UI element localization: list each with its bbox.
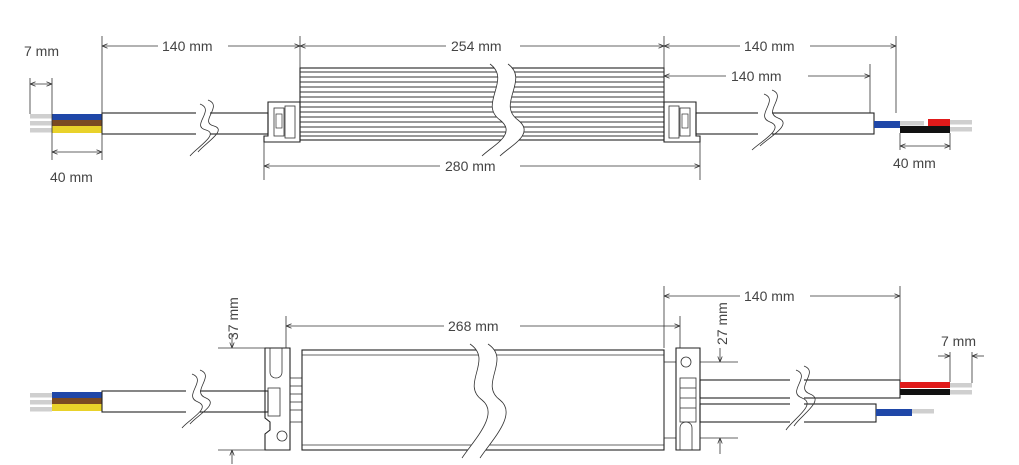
wire-blue-out bbox=[874, 121, 900, 128]
right-end-cap-top bbox=[663, 101, 701, 143]
wire-blue bbox=[52, 114, 102, 120]
finned-body-top bbox=[299, 63, 665, 157]
left-end-cap-top bbox=[263, 101, 301, 143]
dim-strip-in: 7 mm bbox=[24, 43, 59, 59]
output-cables-front bbox=[699, 365, 972, 431]
dim-body: 254 mm bbox=[451, 38, 502, 54]
top-view: 7 mm 140 mm 254 mm 140 mm 140 mm 40 mm 2… bbox=[24, 36, 972, 185]
dim-height-total: 37 mm bbox=[225, 297, 241, 340]
dim-arrows-top bbox=[30, 46, 950, 166]
dim-cable-out: 140 mm bbox=[744, 38, 795, 54]
dim-cable-in: 140 mm bbox=[162, 38, 213, 54]
dim-cable-out-inner: 140 mm bbox=[731, 68, 782, 84]
output-wires-top bbox=[874, 119, 972, 133]
input-wires-top bbox=[30, 114, 102, 133]
dim-arrows-front bbox=[232, 296, 984, 464]
extension-lines-top bbox=[29, 36, 951, 180]
output-cable-top bbox=[695, 89, 875, 151]
right-bracket-front bbox=[663, 347, 701, 451]
left-bracket-front bbox=[264, 347, 303, 451]
input-wires-front bbox=[30, 392, 102, 412]
input-cable-front bbox=[101, 369, 269, 429]
input-cable-top bbox=[101, 99, 269, 157]
wire-yellow bbox=[52, 126, 102, 133]
front-view: 37 mm 268 mm 140 mm 27 mm 7 mm bbox=[30, 286, 984, 464]
dim-mount: 268 mm bbox=[448, 318, 499, 334]
dim-overall: 280 mm bbox=[445, 158, 496, 174]
dim-wires-out: 40 mm bbox=[893, 155, 936, 171]
wire-red-out bbox=[928, 119, 950, 126]
extension-lines-front bbox=[218, 286, 973, 451]
wire-black-out bbox=[900, 126, 950, 133]
dim-cable-out-front: 140 mm bbox=[744, 288, 795, 304]
dim-strip-out: 7 mm bbox=[941, 333, 976, 349]
dim-height-body: 27 mm bbox=[714, 302, 730, 345]
dim-wires-in: 40 mm bbox=[50, 169, 93, 185]
wire-brown bbox=[52, 120, 102, 126]
main-body-front bbox=[301, 343, 665, 459]
